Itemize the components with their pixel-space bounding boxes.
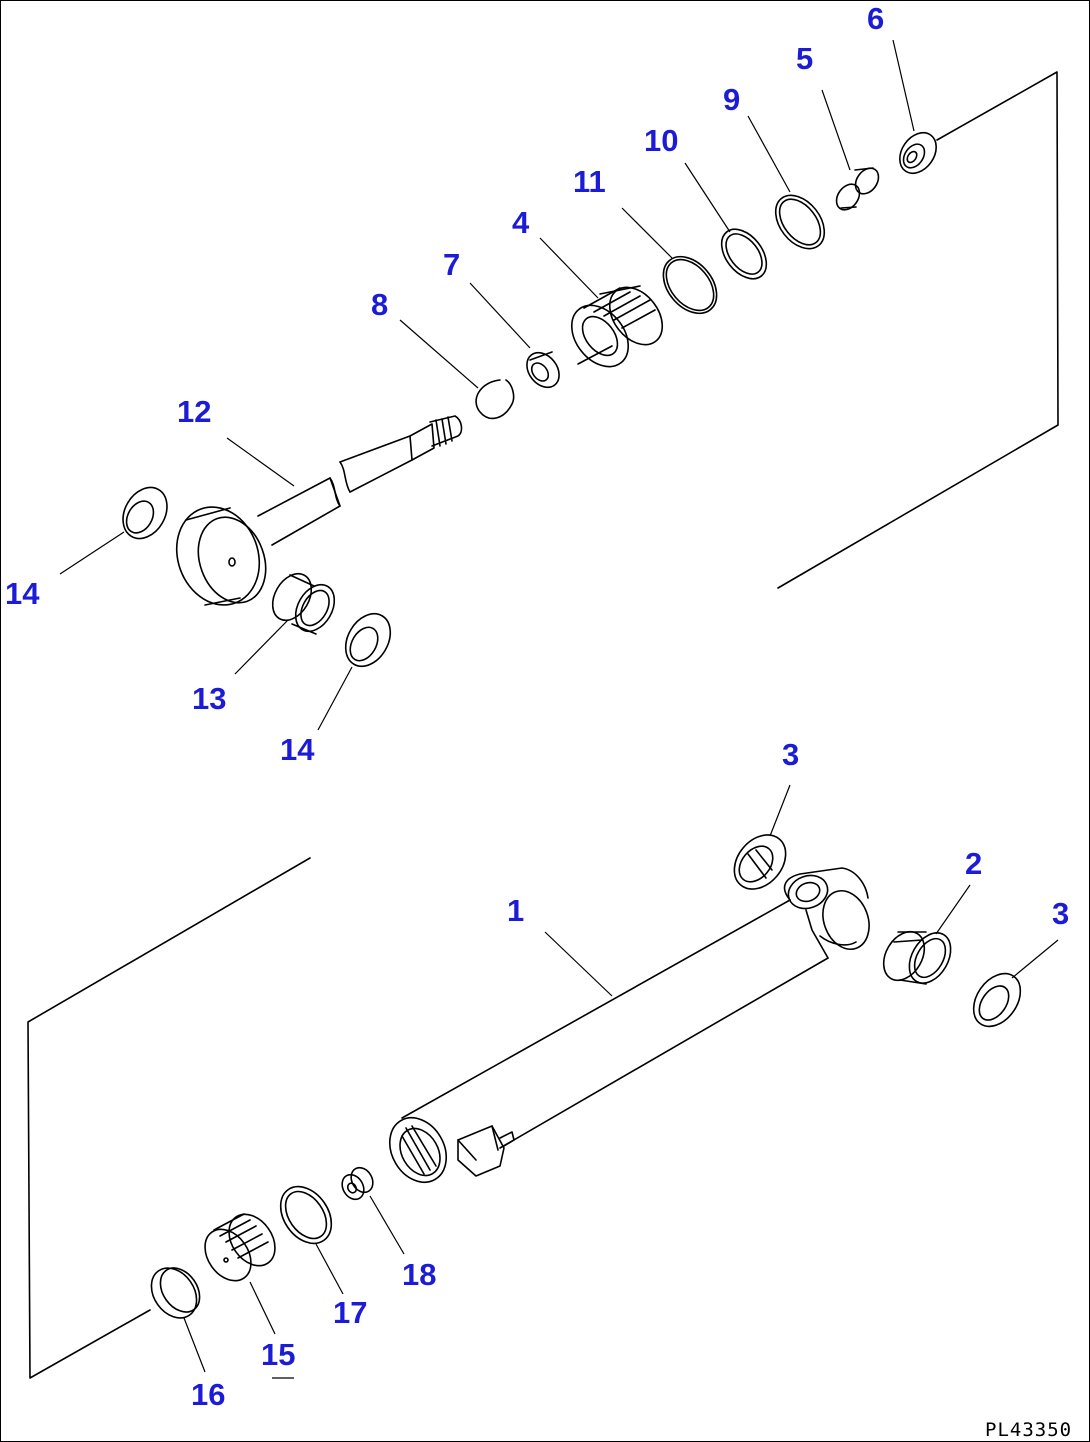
callout-5: 5 [796,41,813,76]
callout-12: 12 [177,394,211,429]
part-5-bushing [835,167,880,211]
part-14-seal-left [122,486,168,540]
callout-16: 16 [191,1377,225,1412]
callout-15: 15 [261,1337,295,1372]
callout-3-right: 3 [1052,896,1069,931]
callout-2: 2 [965,846,982,881]
callout-7: 7 [443,247,460,282]
callout-6: 6 [867,1,884,36]
part-18-fitting [341,1166,374,1201]
upper-assembly-bracket [777,71,1059,589]
callout-labels: 6 5 9 10 11 4 7 8 12 14 13 14 3 2 3 1 18… [5,1,1069,1412]
part-13-bushing [271,572,336,635]
part-14-seal-right [344,612,392,668]
callout-17: 17 [333,1295,367,1330]
callout-9: 9 [723,82,740,117]
part-15-piston [204,1213,276,1282]
leader-lines-upper [59,39,915,731]
part-3-seal-right [972,972,1022,1028]
callout-3-top: 3 [782,737,799,772]
part-3-seal-top [733,834,787,890]
callout-14-lower: 14 [280,732,315,767]
callout-4: 4 [512,205,530,240]
callout-10: 10 [644,123,678,158]
callout-1: 1 [507,893,524,928]
part-9-ring [774,194,826,250]
part-6-nut [899,131,937,175]
leader-lines-lower [183,784,1059,1373]
callout-18: 18 [402,1257,436,1292]
lower-assembly-bracket [27,857,311,1379]
part-16-seal [150,1267,201,1319]
part-7-nut [526,351,560,389]
callout-13: 13 [192,681,226,716]
part-10-ring [720,228,768,280]
part-4-cylinder-head [570,285,664,368]
part-1-cylinder [388,867,870,1183]
part-12-piston-rod [175,415,463,606]
callout-11: 11 [573,164,606,199]
drawing-code: PL43350 [985,1419,1072,1441]
callout-14-left: 14 [5,576,40,611]
part-2-bushing [882,930,952,985]
callout-8: 8 [371,287,388,322]
part-17-ring [279,1185,333,1245]
part-8-snap-ring [475,379,515,420]
part-11-o-ring [662,255,718,315]
